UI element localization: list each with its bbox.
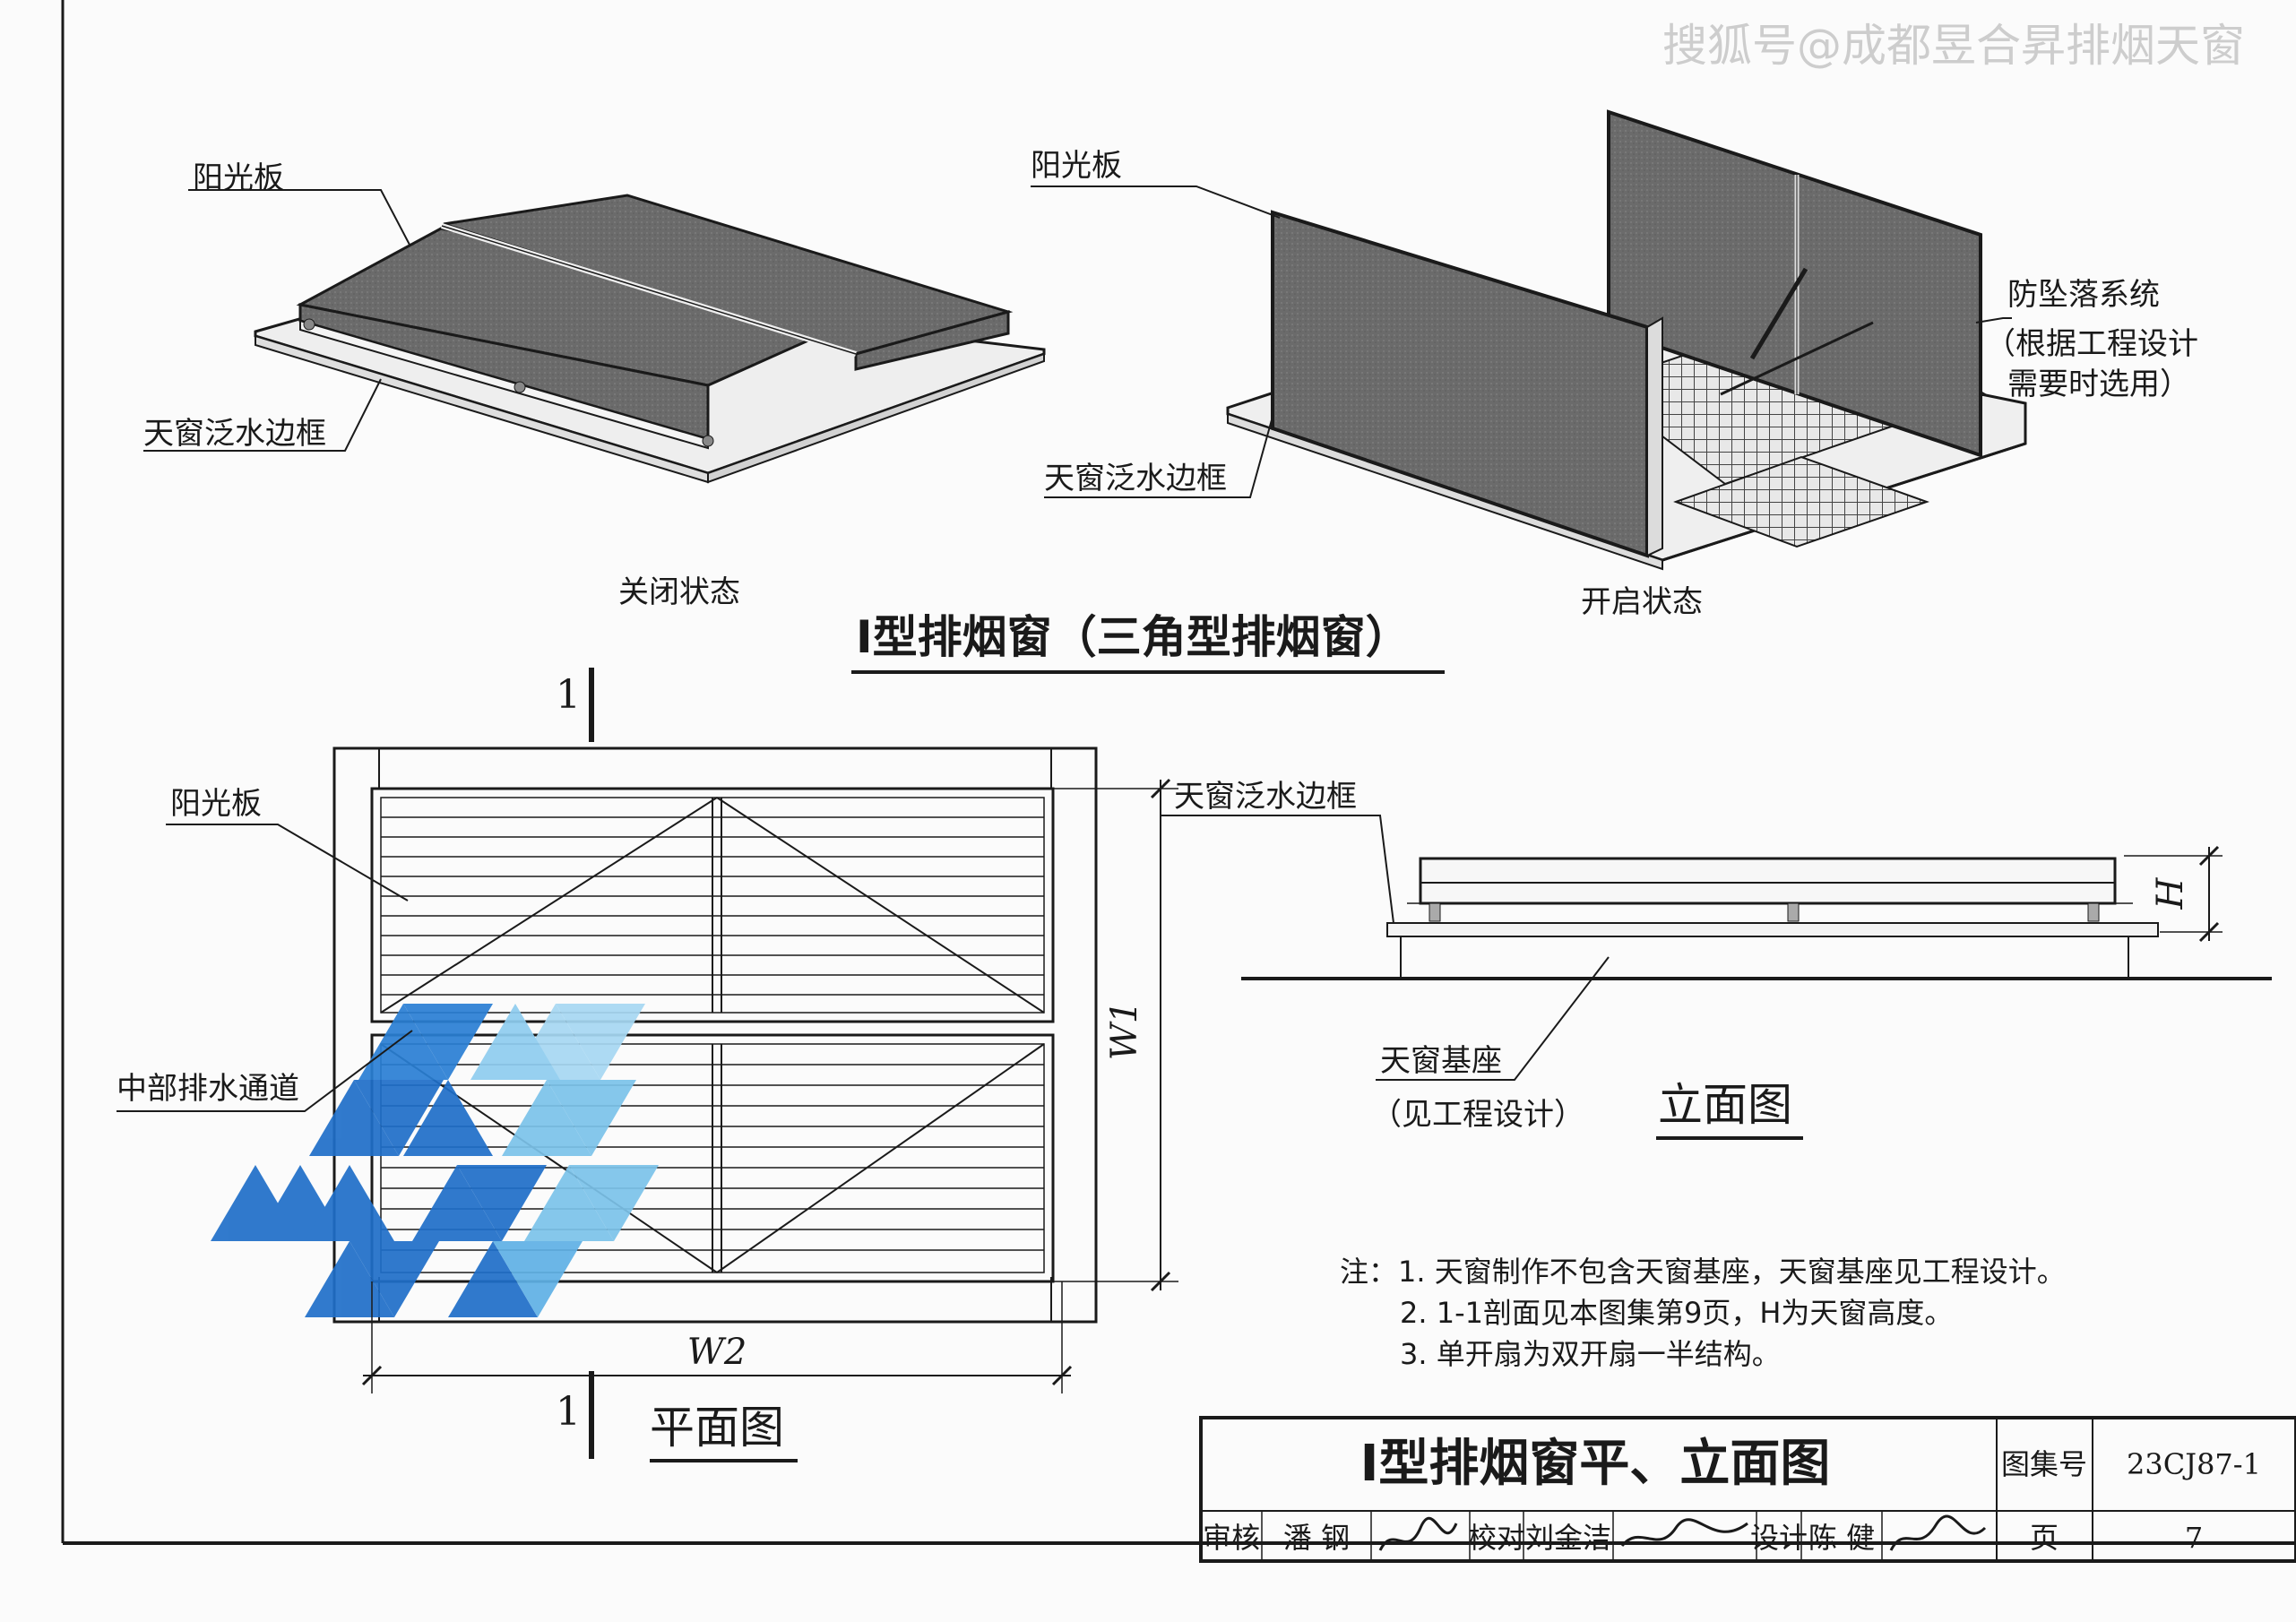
iso-closed-frame-label: 天窗泛水边框 bbox=[143, 416, 326, 452]
elevation-base-note: （见工程设计） bbox=[1371, 1097, 1584, 1133]
signature-checker bbox=[1620, 1518, 1748, 1547]
designer-name: 陈 健 bbox=[1808, 1521, 1875, 1555]
atlas-number: 23CJ87-1 bbox=[2127, 1447, 2261, 1481]
sheet-border bbox=[61, 0, 2296, 1545]
elevation-base-label: 天窗基座 bbox=[1380, 1043, 1502, 1079]
plan-channel-label: 中部排水通道 bbox=[117, 1071, 299, 1107]
design-label: 设计 bbox=[1750, 1521, 1808, 1555]
iso-closed-panel-label: 阳光板 bbox=[193, 160, 284, 196]
signature-reviewer bbox=[1378, 1516, 1458, 1551]
note-item-2: 2. 1-1剖面见本图集第9页，H为天窗高度。 bbox=[1400, 1296, 1953, 1330]
dim-w2: W2 bbox=[687, 1332, 747, 1373]
cut-mark-top: 1 bbox=[556, 672, 581, 718]
page-number: 7 bbox=[2185, 1521, 2203, 1555]
iso-open-system-label: 防坠落系统 bbox=[2007, 277, 2160, 313]
elevation-frame-label: 天窗泛水边框 bbox=[1174, 779, 1357, 815]
elevation-view: 天窗泛水边框 H 天窗基座 （见工程设计） 立面图 bbox=[1170, 779, 2272, 1140]
elevation-caption: 立面图 bbox=[1658, 1079, 1792, 1131]
iso-open-view: 阳光板 防坠落系统 （根据工程设计 需要时选用） 天窗泛水边框 开启状态 bbox=[1031, 109, 2198, 620]
watermark-text: 搜狐号@成都昱合昇排烟天窗 bbox=[1662, 20, 2245, 72]
cut-mark-bottom: 1 bbox=[556, 1389, 581, 1435]
signature-designer bbox=[1889, 1514, 1987, 1551]
checker-name: 刘金洁 bbox=[1525, 1521, 1611, 1555]
dim-w1: W1 bbox=[1104, 1001, 1145, 1061]
reviewer-name: 潘 钢 bbox=[1283, 1521, 1350, 1555]
page-label: 页 bbox=[2030, 1521, 2059, 1555]
iso-open-system-note-2: 需要时选用） bbox=[2007, 367, 2190, 402]
iso-open-panel-label: 阳光板 bbox=[1031, 148, 1122, 184]
iso-closed-caption: 关闭状态 bbox=[618, 574, 740, 610]
iso-open-caption: 开启状态 bbox=[1581, 584, 1703, 620]
dim-h: H bbox=[2150, 876, 2191, 910]
iso-closed-view: 阳光板 天窗泛水边框 关闭状态 bbox=[143, 160, 1046, 610]
drawing-title: Ⅰ型排烟窗平、立面图 bbox=[1360, 1435, 1831, 1493]
iso-open-system-note-1: （根据工程设计 bbox=[1985, 326, 2198, 362]
review-label: 审核 bbox=[1203, 1521, 1260, 1555]
check-label: 校对 bbox=[1468, 1521, 1525, 1555]
plan-view: 1 1 bbox=[117, 668, 1192, 1462]
plan-panel-label: 阳光板 bbox=[170, 786, 262, 822]
atlas-label: 图集号 bbox=[2001, 1447, 2087, 1481]
notes-prefix: 注： bbox=[1340, 1255, 1397, 1289]
title-block bbox=[1199, 1416, 2296, 1563]
note-item-1: 1. 天窗制作不包含天窗基座，天窗基座见工程设计。 bbox=[1398, 1255, 2066, 1289]
logo-mark bbox=[211, 1004, 659, 1317]
section-title: Ⅰ型排烟窗（三角型排烟窗） bbox=[856, 611, 1411, 663]
notes-block: 注： 1. 天窗制作不包含天窗基座，天窗基座见工程设计。 2. 1-1剖面见本图… bbox=[1340, 1255, 2066, 1371]
plan-caption: 平面图 bbox=[650, 1402, 784, 1454]
note-item-3: 3. 单开扇为双开扇一半结构。 bbox=[1400, 1337, 1781, 1371]
iso-open-frame-label: 天窗泛水边框 bbox=[1044, 461, 1227, 496]
